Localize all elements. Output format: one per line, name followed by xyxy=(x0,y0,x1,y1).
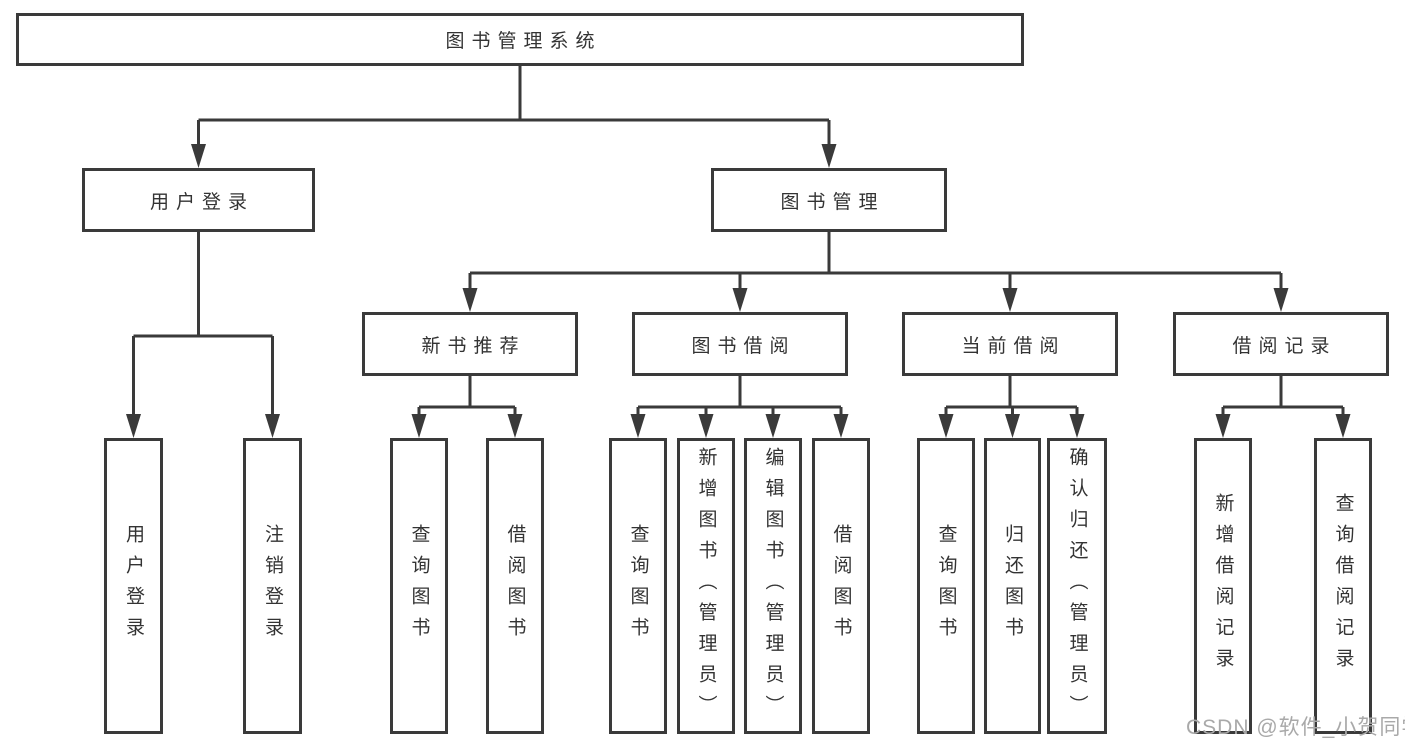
leaf-borrow-edit-books-admin: 编辑图书（管理员） xyxy=(744,438,802,734)
connector-new-book-recommend-to-children xyxy=(411,374,523,438)
connector-book-borrowing-to-children xyxy=(630,374,849,438)
leaf-label: 用户登录 xyxy=(123,524,144,648)
leaf-logout: 注销登录 xyxy=(243,438,302,734)
arrowhead xyxy=(833,414,849,438)
arrowhead xyxy=(462,288,478,312)
connector-book-management-to-level3 xyxy=(462,230,1289,312)
leaf-label: 查询借阅记录 xyxy=(1332,493,1354,679)
leaf-label: 注销登录 xyxy=(262,524,283,648)
arrowhead xyxy=(630,414,646,438)
leaf-label: 查询图书 xyxy=(627,524,649,648)
arrowhead xyxy=(765,414,781,438)
node-library-system: 图书管理系统 xyxy=(16,13,1024,66)
arrowhead xyxy=(1215,414,1231,438)
arrowhead xyxy=(1273,288,1289,312)
connector-borrowing-records-to-children xyxy=(1215,374,1351,438)
node-borrowing-records: 借阅记录 xyxy=(1173,312,1389,376)
leaf-recommend-borrow-books: 借阅图书 xyxy=(486,438,544,734)
arrowhead xyxy=(191,144,206,168)
arrowhead xyxy=(1002,288,1018,312)
leaf-borrow-query-books: 查询图书 xyxy=(609,438,667,734)
node-user-login: 用户登录 xyxy=(82,168,315,232)
arrowhead xyxy=(1005,414,1020,438)
node-book-borrowing: 图书借阅 xyxy=(632,312,848,376)
leaf-current-confirm-return-admin: 确认归还（管理员） xyxy=(1047,438,1107,734)
leaf-records-add-record: 新增借阅记录 xyxy=(1194,438,1252,734)
arrowhead xyxy=(1335,414,1351,438)
node-current-borrowing: 当前借阅 xyxy=(902,312,1118,376)
leaf-label: 编辑图书（管理员） xyxy=(762,446,784,726)
leaf-label: 借阅图书 xyxy=(830,524,852,648)
node-new-book-recommend: 新书推荐 xyxy=(362,312,578,376)
leaf-user-login: 用户登录 xyxy=(104,438,163,734)
leaf-borrow-borrow-books: 借阅图书 xyxy=(812,438,870,734)
leaf-records-query-record: 查询借阅记录 xyxy=(1314,438,1372,734)
leaf-current-return-books: 归还图书 xyxy=(984,438,1041,734)
arrowhead xyxy=(821,144,837,168)
leaf-recommend-query-books: 查询图书 xyxy=(390,438,448,734)
arrowhead xyxy=(265,414,280,438)
leaf-label: 确认归还（管理员） xyxy=(1066,446,1088,726)
csdn-watermark: CSDN @软件_小贺同学 xyxy=(1186,716,1405,739)
leaf-label: 查询图书 xyxy=(408,524,430,648)
arrowhead xyxy=(507,414,523,438)
leaf-label: 借阅图书 xyxy=(504,524,526,648)
leaf-label: 查询图书 xyxy=(935,524,957,648)
connector-root-to-level2 xyxy=(191,64,837,168)
arrowhead xyxy=(938,414,954,438)
leaf-label: 新增借阅记录 xyxy=(1212,493,1234,679)
arrowhead xyxy=(732,288,748,312)
connector-user-login-to-children xyxy=(126,230,280,438)
arrowhead xyxy=(411,414,427,438)
arrowhead xyxy=(126,414,141,438)
leaf-current-query-books: 查询图书 xyxy=(917,438,975,734)
arrowhead xyxy=(1069,414,1085,438)
leaf-label: 新增图书（管理员） xyxy=(695,446,717,726)
connector-current-borrowing-to-children xyxy=(938,374,1085,438)
node-book-management: 图书管理 xyxy=(711,168,947,232)
leaf-borrow-add-books-admin: 新增图书（管理员） xyxy=(677,438,735,734)
arrowhead xyxy=(698,414,714,438)
leaf-label: 归还图书 xyxy=(1002,524,1023,648)
